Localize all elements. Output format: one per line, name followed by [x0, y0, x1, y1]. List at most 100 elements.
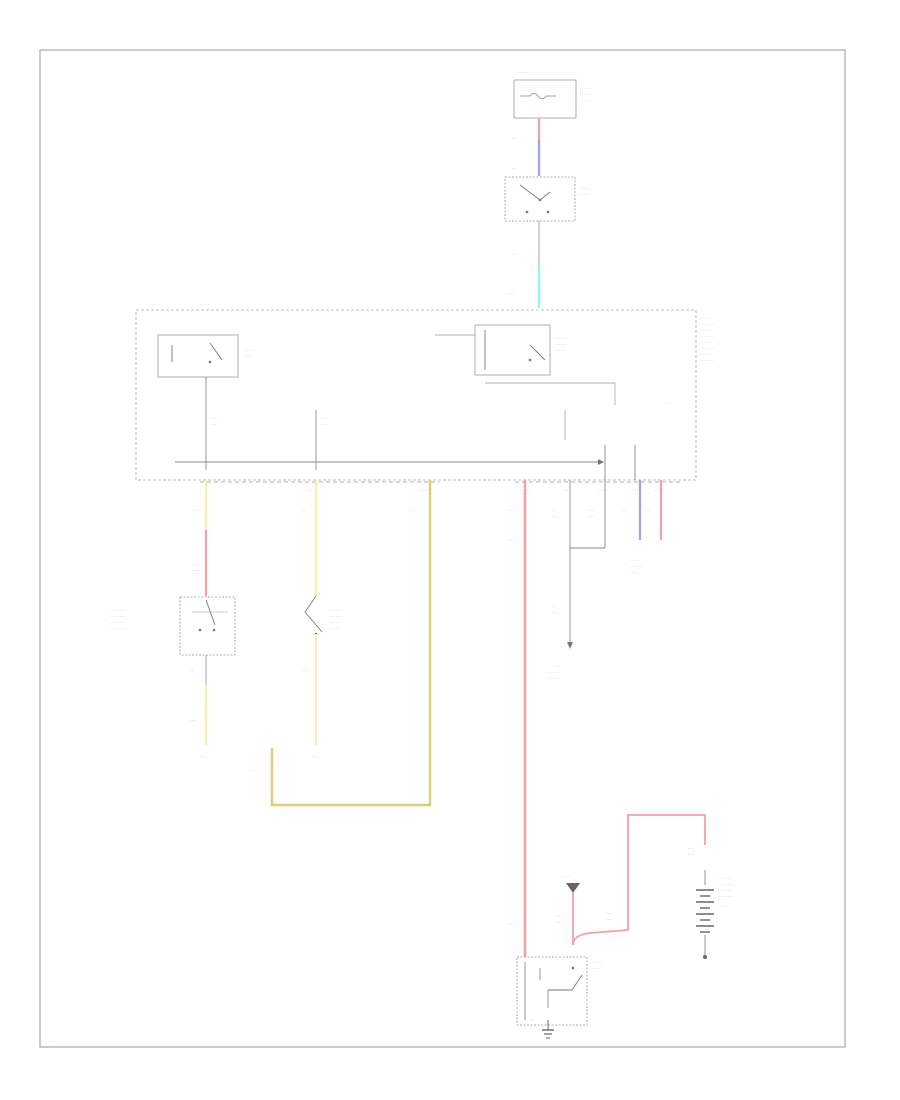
svg-text:· · · · · ·: · · · · · · — [580, 87, 591, 91]
svg-text:· · · · · ·: · · · · · · — [700, 353, 711, 357]
svg-text:· · · · ·: · · · · · — [580, 193, 589, 197]
fuse-icon — [513, 79, 577, 119]
transmission-range-switch-icon — [179, 596, 236, 656]
wire-tan — [270, 480, 432, 807]
svg-text:· ·: · · — [308, 489, 311, 493]
battery-icon — [696, 870, 714, 959]
svg-text:· · · · · ·: · · · · · · — [700, 329, 711, 333]
svg-text:· · · · · · ·: · · · · · · · — [718, 889, 731, 893]
svg-text:· · ·: · · · — [588, 509, 594, 513]
svg-text:· · · · ·: · · · · · — [46, 1040, 55, 1044]
svg-text:· · · · · · · ·: · · · · · · · · — [718, 895, 733, 899]
svg-text:· · ·: · · · — [552, 605, 558, 609]
svg-text:· ·: · · — [530, 1019, 533, 1023]
svg-text:· · ·: · · · — [557, 921, 563, 925]
svg-text:· ·: · · — [190, 669, 193, 673]
svg-text:· · · · ·: · · · · · — [245, 349, 254, 353]
svg-text:· · · · · ·: · · · · · · — [330, 621, 341, 625]
svg-text:· · ·: · · · — [688, 847, 694, 851]
clutch-interlock-switch-icon — [304, 595, 323, 636]
svg-text:· · · · ·: · · · · · — [718, 905, 727, 909]
fusible-link-icon — [566, 883, 580, 893]
svg-text:· · ·: · · · — [665, 402, 670, 406]
svg-text:· ·: · · — [302, 509, 305, 513]
svg-text:· · · · ·: · · · · · — [420, 489, 430, 493]
diagram-border — [39, 49, 846, 1048]
svg-text:· · ·: · · · — [302, 669, 308, 673]
control-module-box — [135, 309, 697, 481]
svg-text:· · · · ·: · · · · · — [150, 303, 159, 307]
svg-text:· · · ·: · · · · — [192, 569, 200, 573]
svg-text:· ·: · · — [633, 489, 636, 493]
svg-text:· · · ·: · · · · — [245, 355, 252, 359]
svg-text:· · · · · · ·: · · · · · · · — [700, 359, 713, 363]
svg-text:· · ·: · · · — [410, 509, 416, 513]
svg-text:· · ·: · · · — [250, 769, 256, 773]
svg-text:· · · · · · ·: · · · · · · · — [718, 877, 731, 881]
svg-text:· ·: · · — [198, 489, 201, 493]
svg-text:· ·: · · — [646, 509, 649, 513]
svg-text:· · ·: · · · — [606, 918, 612, 922]
svg-text:· · ·: · · · — [508, 292, 514, 296]
svg-text:· · · · · · · ·: · · · · · · · · — [110, 609, 125, 613]
svg-text:· · ·: · · · — [552, 515, 558, 519]
svg-text:· · · · · · · ·: · · · · · · · · — [718, 883, 733, 887]
svg-text:· · ·: · · · — [552, 611, 558, 615]
svg-text:· ·: · · — [512, 137, 515, 141]
svg-text:· · · · · · · ·: · · · · · · · · — [110, 615, 125, 619]
svg-text:· · ·: · · · — [190, 719, 196, 723]
svg-text:· · · ·: · · · · — [211, 417, 218, 421]
svg-text:· · ·: · · · — [606, 912, 612, 916]
svg-text:· · ·: · · · — [192, 563, 198, 567]
svg-text:· · · ·: · · · · — [321, 417, 328, 421]
svg-text:· ·: · · — [622, 509, 625, 513]
svg-text:· · · · ·: · · · · · — [200, 303, 209, 307]
svg-text:· · · · · · ·: · · · · · · · — [700, 323, 713, 327]
svg-text:· · · · · ·: · · · · · · — [630, 565, 641, 569]
svg-text:· · · · ·: · · · · · — [518, 71, 527, 75]
svg-text:· · · · · ·: · · · · · · — [700, 317, 711, 321]
svg-text:· · · · ·: · · · · · — [580, 187, 589, 191]
svg-text:· · ·: · · · — [508, 922, 514, 926]
svg-text:· ·: · · — [192, 509, 195, 513]
svg-text:· · ·: · · · — [688, 853, 694, 857]
svg-text:· · · · · ·: · · · · · · — [555, 337, 566, 341]
svg-text:· · · ·: · · · · — [592, 967, 599, 971]
svg-text:· · · · · ·: · · · · · · — [548, 677, 559, 681]
svg-text:· · ·: · · · — [557, 915, 563, 919]
svg-text:· · ·: · · · — [321, 423, 326, 427]
svg-text:· ·: · · — [512, 167, 515, 171]
svg-text:· · ·: · · · — [508, 539, 514, 543]
wire-pink-battery — [572, 814, 706, 946]
svg-text:· · · · · · ·: · · · · · · · — [700, 347, 713, 351]
svg-text:· · · · ·: · · · · · — [630, 559, 639, 563]
svg-text:· · · · · ·: · · · · · · — [548, 671, 559, 675]
ignition-switch-icon — [504, 176, 576, 222]
svg-text:· · · · · · · · ·: · · · · · · · · · — [110, 627, 127, 631]
svg-text:· · · · · · ·: · · · · · · · — [110, 621, 123, 625]
svg-text:· · · · · ·: · · · · · · — [580, 93, 591, 97]
starter-relay-icon — [435, 324, 551, 376]
svg-text:· · · ·: · · · · — [630, 571, 637, 575]
svg-text:· · · · ·: · · · · · — [560, 875, 569, 879]
svg-text:· · · · · ·: · · · · · · — [555, 343, 566, 347]
svg-text:· · · · · ·: · · · · · · — [700, 341, 711, 345]
svg-text:· · · · · · ·: · · · · · · · — [330, 615, 343, 619]
svg-text:· · ·: · · · — [508, 509, 514, 513]
svg-text:· · · · · ·: · · · · · · — [580, 99, 591, 103]
svg-text:· · ·: · · · — [555, 665, 560, 669]
svg-text:· ·: · · — [512, 253, 515, 257]
svg-text:· · · · ·: · · · · · — [555, 349, 564, 353]
starter-motor-icon — [516, 956, 588, 1026]
ground-icon — [542, 1020, 554, 1039]
svg-text:· · ·: · · · — [211, 423, 216, 427]
svg-text:· · · · ·: · · · · · — [330, 627, 339, 631]
svg-text:· · · · ·: · · · · · — [592, 961, 601, 965]
relay-switch-icon — [157, 334, 239, 378]
svg-text:· · ·: · · · — [588, 515, 594, 519]
svg-text:· · · · · ·: · · · · · · — [330, 609, 341, 613]
svg-text:· · ·: · · · — [312, 755, 318, 759]
svg-text:· · · ·: · · · · — [655, 489, 663, 493]
svg-text:· · · ·: · · · · — [598, 489, 606, 493]
